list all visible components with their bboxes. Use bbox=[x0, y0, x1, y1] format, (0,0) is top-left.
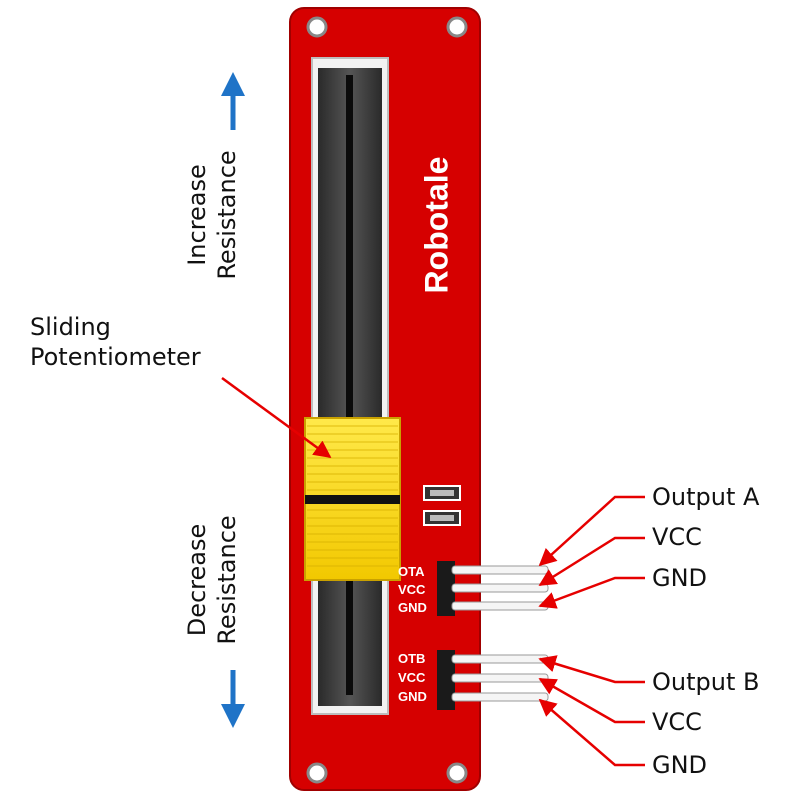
pointer-vcc-a bbox=[538, 536, 645, 587]
pin-label-otb: OTB bbox=[398, 651, 426, 666]
arrow-up-icon bbox=[221, 72, 245, 130]
pointer-gnd-a bbox=[538, 576, 645, 609]
header-pins-a bbox=[437, 561, 549, 616]
slider-knob[interactable] bbox=[304, 417, 401, 581]
pin-label-gnd-a: GND bbox=[398, 600, 427, 615]
decrease-resistance-label: Decrease Resistance bbox=[183, 515, 241, 645]
vcc-a-label: VCC bbox=[652, 523, 702, 551]
header-pins-b bbox=[437, 650, 549, 710]
pointer-gnd-b bbox=[538, 698, 645, 767]
pointer-vcc-b bbox=[538, 677, 645, 724]
arrow-down-icon bbox=[221, 670, 245, 728]
output-a-label: Output A bbox=[652, 483, 760, 511]
brand-label: Robotale bbox=[418, 156, 455, 294]
vcc-b-label: VCC bbox=[652, 708, 702, 736]
slider-label: Sliding Potentiometer bbox=[30, 313, 201, 371]
pointer-slider bbox=[221, 376, 332, 459]
slider-slot bbox=[346, 75, 353, 695]
smd-component-icon bbox=[423, 485, 461, 526]
pointer-output-b bbox=[538, 655, 645, 684]
increase-resistance-label: Increase Resistance bbox=[183, 150, 241, 280]
pin-label-gnd-b: GND bbox=[398, 689, 427, 704]
pin-label-vcc-b: VCC bbox=[398, 670, 426, 685]
mounting-hole-icon bbox=[306, 16, 468, 784]
gnd-a-label: GND bbox=[652, 564, 708, 592]
pin-label-vcc-a: VCC bbox=[398, 582, 426, 597]
output-b-label: Output B bbox=[652, 668, 760, 696]
gnd-b-label: GND bbox=[652, 751, 708, 779]
pointer-output-a bbox=[538, 495, 645, 567]
pin-label-ota: OTA bbox=[398, 564, 425, 579]
